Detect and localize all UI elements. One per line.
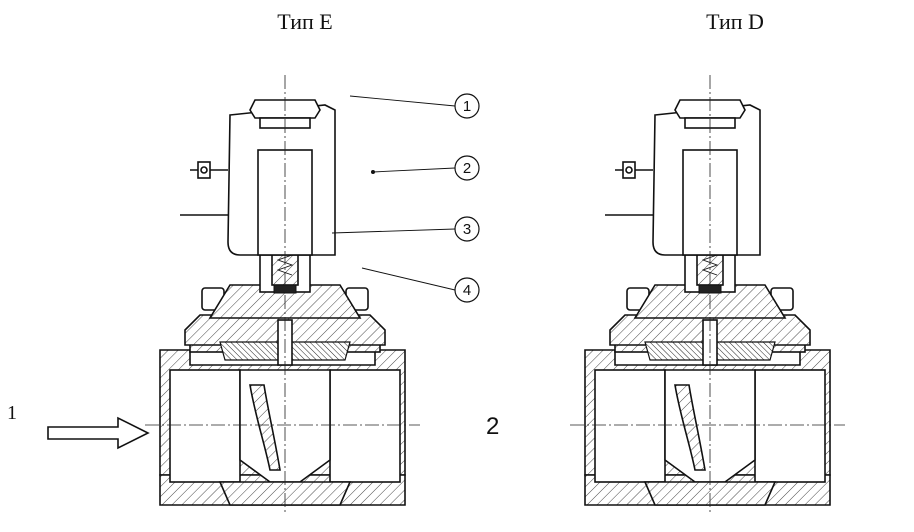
callout-2: 2: [463, 160, 471, 177]
valve-left-title: Тип E: [277, 9, 332, 34]
inlet-port-label: 1: [7, 402, 17, 424]
callout-circle-1: [454, 93, 480, 119]
valve-left: Тип E: [144, 9, 421, 516]
callout-circle-2: [454, 155, 480, 181]
valve-right-title: Тип D: [706, 9, 764, 34]
callout-1: 1: [463, 98, 471, 115]
valve-right: Тип D: [569, 9, 846, 516]
callout-4: 4: [463, 282, 471, 299]
outlet-port-label: 2: [486, 413, 499, 440]
callout-circle-4: [454, 277, 480, 303]
callouts: 1 2 3 4: [331, 93, 480, 303]
callout-3: 3: [463, 221, 471, 238]
flow-arrow: [47, 416, 150, 450]
callout-circle-3: [454, 216, 480, 242]
